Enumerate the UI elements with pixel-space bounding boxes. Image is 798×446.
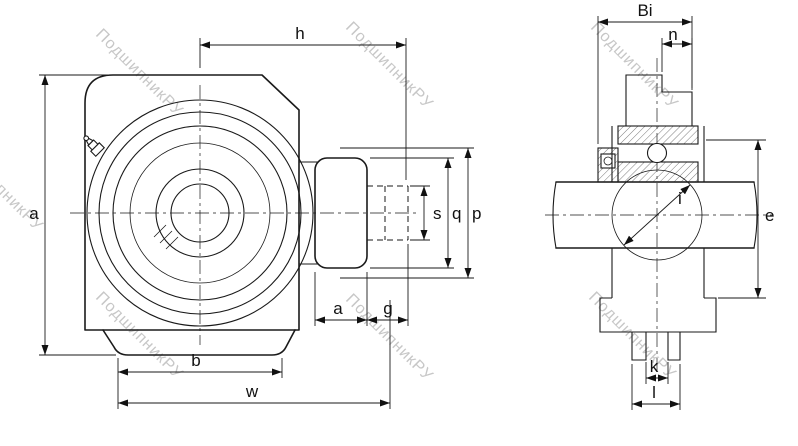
dim-label-b: b <box>191 351 200 370</box>
dim-label-n: n <box>668 25 677 44</box>
dim-label-q: q <box>452 204 461 223</box>
watermark-text: ПодшипникРУ <box>92 26 186 120</box>
dimension-p: p <box>340 147 481 279</box>
dim-label-e: e <box>765 206 774 225</box>
dim-label-l: l <box>652 383 656 402</box>
dimension-i: i <box>623 184 691 246</box>
dim-label-s: s <box>433 204 442 223</box>
outer-ring-section <box>617 125 699 145</box>
dim-label-k: k <box>650 357 659 376</box>
dimension-a-left: a <box>29 74 116 356</box>
inner-ring-section <box>617 161 699 183</box>
dimension-n: n <box>661 25 693 88</box>
set-screw <box>600 153 616 169</box>
front-view: h a s q p <box>29 24 481 409</box>
frame-top-block <box>625 74 693 126</box>
dimension-s: s <box>410 185 442 241</box>
watermark-text: ПодшипникРУ <box>587 19 681 113</box>
bearing-section <box>597 125 699 183</box>
dim-label-p: p <box>472 204 481 223</box>
dim-label-a-left: a <box>29 204 39 223</box>
housing-outline <box>84 74 300 331</box>
dimension-w: w <box>117 300 391 409</box>
housing-profile <box>599 126 717 361</box>
dim-label-w: w <box>245 382 259 401</box>
dimension-k: k <box>645 357 669 384</box>
grease-fitting-icon <box>83 135 106 158</box>
ball <box>646 142 668 164</box>
bore-tick-marks <box>153 224 179 250</box>
dimension-a-g: a g <box>314 244 409 326</box>
watermark-text: ПодшипникРУ <box>342 19 436 113</box>
housing-foot <box>102 329 296 356</box>
dimension-e: e <box>706 139 774 299</box>
dim-label-a-bottom: a <box>333 299 343 318</box>
side-view: i Bi <box>545 1 774 410</box>
dimension-l: l <box>631 364 681 410</box>
dim-label-i: i <box>678 189 682 208</box>
dimension-b: b <box>117 351 283 378</box>
dim-label-Bi: Bi <box>637 1 652 20</box>
bearing-circles <box>86 99 314 327</box>
dim-label-h: h <box>295 24 304 43</box>
dim-label-g: g <box>383 299 392 318</box>
dimension-h: h <box>199 24 407 180</box>
watermark-text: ПодшипникРУ <box>0 141 46 235</box>
dimension-q: q <box>370 157 461 269</box>
slide-block <box>314 157 368 269</box>
